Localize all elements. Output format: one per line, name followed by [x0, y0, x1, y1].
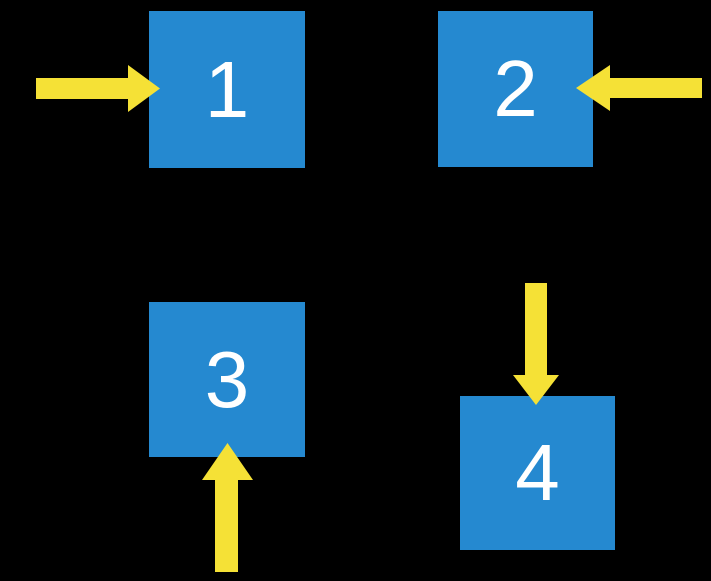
left-arrow-icon: [576, 65, 702, 111]
square-4: 4: [460, 396, 615, 550]
right-arrow-icon: [36, 65, 160, 112]
square-3-label: 3: [204, 334, 250, 424]
square-2-label: 2: [493, 44, 538, 133]
square-2: 2: [438, 11, 593, 167]
square-1-label: 1: [204, 44, 250, 134]
square-3: 3: [149, 302, 305, 457]
up-arrow-icon: [202, 443, 253, 572]
square-1: 1: [149, 11, 305, 168]
left-arrow-shape: [576, 65, 702, 111]
up-arrow-shape: [202, 443, 253, 572]
right-arrow-shape: [36, 65, 160, 112]
down-arrow-icon: [513, 283, 559, 405]
square-4-label: 4: [515, 428, 560, 517]
down-arrow-shape: [513, 283, 559, 405]
